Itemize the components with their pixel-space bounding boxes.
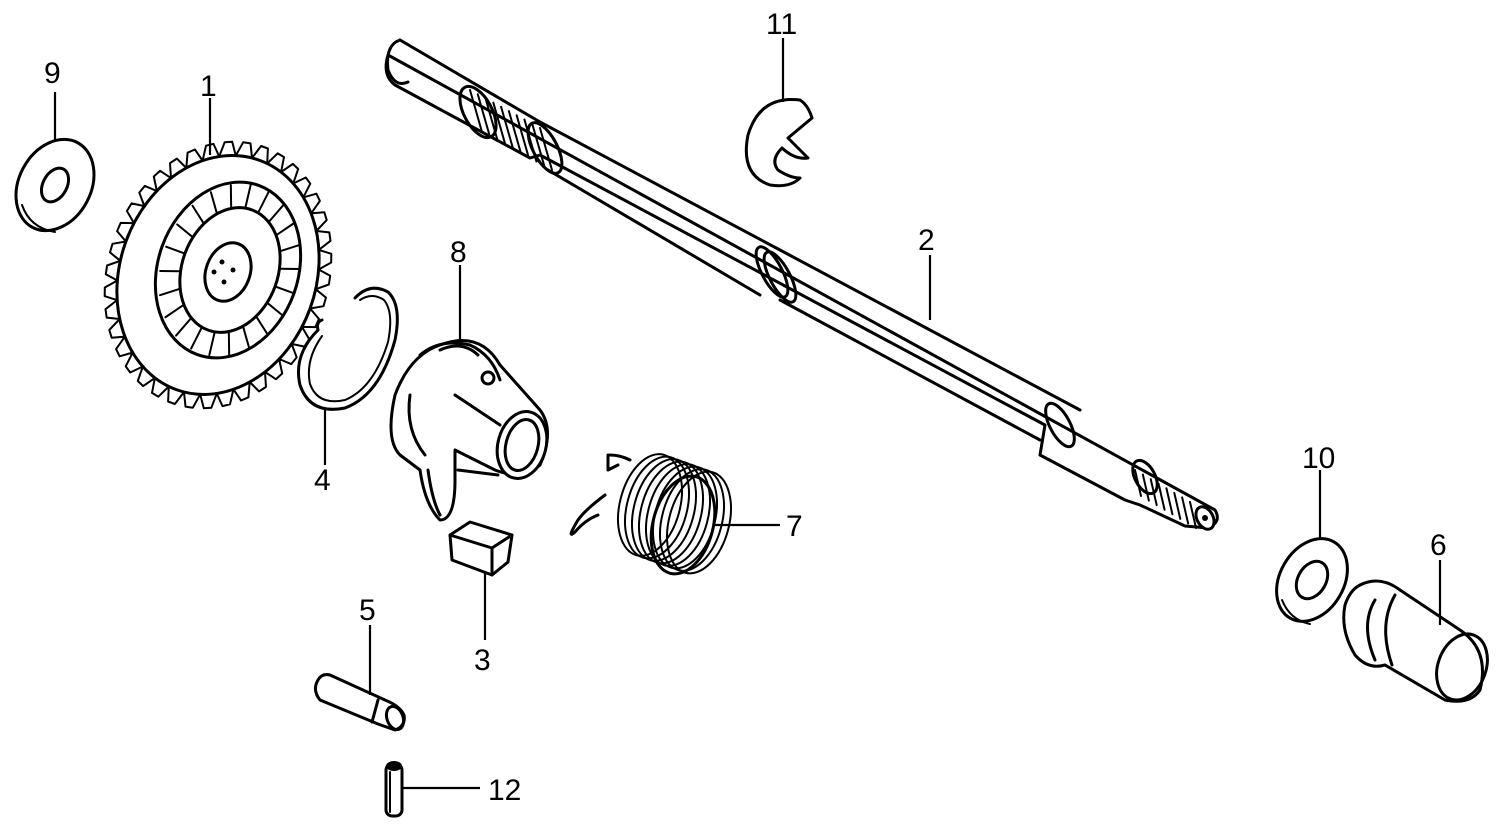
callout-8: 8 [450, 236, 467, 269]
callout-1: 1 [200, 70, 217, 103]
callout-7: 7 [786, 510, 803, 543]
callout-labels: 9 1 2 11 8 4 7 3 10 6 5 12 [44, 8, 1447, 807]
callout-6: 6 [1430, 529, 1447, 562]
part-1-gear [103, 140, 333, 410]
part-10-washer [1275, 537, 1349, 625]
part-12-dowel [384, 761, 404, 818]
callout-4: 4 [314, 464, 331, 497]
part-8-ratchet-sleeve [389, 339, 549, 522]
callout-10: 10 [1302, 442, 1335, 475]
callout-12: 12 [488, 774, 521, 807]
part-9-washer [14, 137, 96, 233]
callout-9: 9 [44, 57, 61, 90]
callout-11: 11 [766, 8, 797, 41]
part-4-circlip [297, 286, 399, 411]
leader-lines [53, 38, 1442, 790]
part-7-spring [569, 453, 732, 576]
part-11-eclip [744, 97, 814, 188]
part-3-pawl [448, 520, 514, 577]
callout-5: 5 [359, 594, 376, 627]
callout-3: 3 [474, 644, 491, 677]
part-5-pin [313, 673, 406, 732]
callout-2: 2 [918, 224, 935, 257]
part-2-shaft [384, 38, 1219, 531]
part-6-bushing [1342, 579, 1489, 703]
